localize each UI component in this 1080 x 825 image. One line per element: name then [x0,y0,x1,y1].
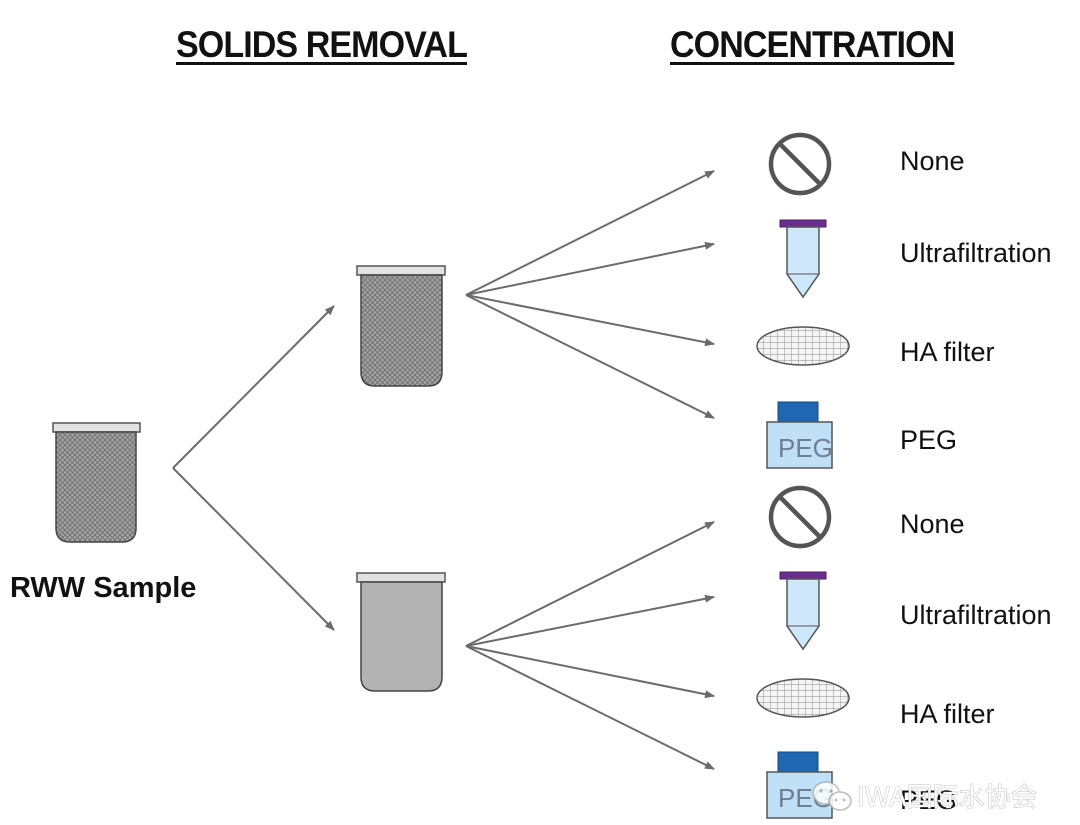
arrow-bottom-ha-filter [465,645,715,699]
no-symbol-icon [768,132,832,196]
watermark: IWA国际水协会 [812,781,1037,813]
arrow-top-none [465,170,715,296]
method-label-peg: PEG [900,785,957,815]
arrow-top-peg [465,294,715,419]
method-label-ultrafiltration: Ultrafiltration [900,600,1052,630]
concentration-header: CONCENTRATION [670,24,955,65]
method-label-ha-filter: HA filter [900,337,995,367]
method-label-none: None [900,146,965,176]
method-label-none: None [900,509,965,539]
centrifuge-tube-icon [779,219,827,299]
method-label-peg: PEG [900,425,957,455]
wechat-icon [812,781,852,811]
arrow-top-ultrafiltration [465,241,715,296]
solid-jar-icon [356,572,446,692]
peg-bottle-icon: PEG [766,401,833,469]
membrane-filter-icon [756,678,850,718]
arrow-bottom-peg [465,645,715,770]
peg-bottle-text: PEG [778,433,833,463]
arrow-source-to-top [172,305,335,469]
arrows [172,170,715,770]
source-jar-icon [52,422,141,543]
arrow-top-ha-filter [465,294,715,347]
rww-sample-label: RWW Sample [10,572,196,604]
watermark-text: IWA国际水协会 [857,783,1037,813]
centrifuge-tube-icon [779,571,827,651]
mesh-jar-icon [356,265,446,387]
arrow-bottom-ultrafiltration [465,594,715,647]
method-label-ultrafiltration: Ultrafiltration [900,238,1052,268]
no-symbol-icon [768,485,832,549]
method-label-ha-filter: HA filter [900,699,995,729]
solids-removal-header: SOLIDS REMOVAL [176,24,468,65]
membrane-filter-icon [756,326,850,366]
arrow-source-to-bottom [172,467,335,631]
arrow-bottom-none [465,521,715,647]
